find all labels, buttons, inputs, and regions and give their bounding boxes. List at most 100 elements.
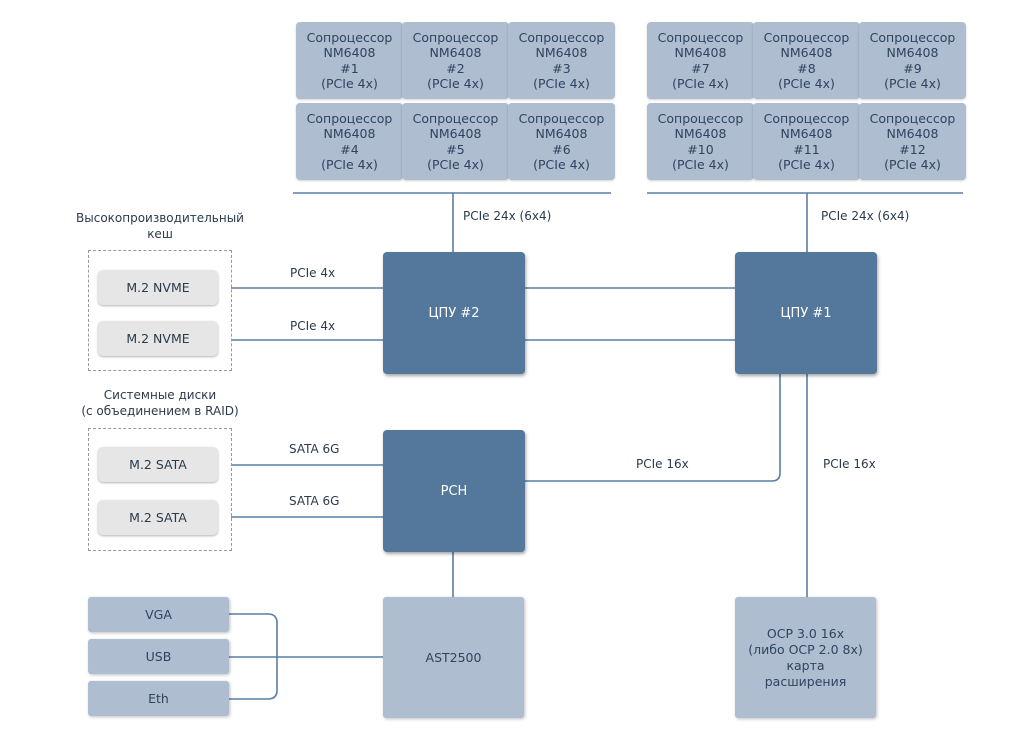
port-usb-label: USB [145,649,172,664]
coprocessor-10: Сопроцессор NM6408 #10 (PCIe 4x) [647,103,754,180]
port-eth: Eth [88,681,229,716]
coprocessor-9: Сопроцессор NM6408 #9 (PCIe 4x) [859,22,966,99]
coprocessor-5: Сопроцессор NM6408 #5 (PCIe 4x) [402,103,509,180]
coprocessor-model: NM6408 [429,45,482,60]
coprocessor-name: Сопроцессор [869,29,956,45]
coprocessor-number: #5 [446,141,465,157]
coprocessor-bus: (PCIe 4x) [427,76,484,91]
coprocessor-bus: (PCIe 4x) [884,157,941,172]
coprocessor-2: Сопроцессор NM6408 #2 (PCIe 4x) [402,22,509,99]
coprocessor-number: #11 [793,141,820,157]
sata-drive-1: M.2 SATA [98,447,218,482]
coprocessor-bus: (PCIe 4x) [427,157,484,172]
coprocessor-bus: (PCIe 4x) [778,76,835,91]
bmc-ast2500: AST2500 [383,597,524,718]
coprocessor-bus: (PCIe 4x) [321,157,378,172]
link-label-pcie16-pch: PCIe 16x [636,457,689,471]
port-eth-label: Eth [148,691,169,706]
cpu-1-label: ЦПУ #1 [780,305,832,321]
pch: PCH [383,430,525,552]
coprocessor-model: NM6408 [535,126,588,141]
coprocessor-model: NM6408 [323,45,376,60]
coprocessor-model: NM6408 [780,45,833,60]
nvme-drive-2: M.2 NVME [98,321,218,356]
coprocessor-number: #9 [903,60,922,76]
coprocessor-bus: (PCIe 4x) [672,76,729,91]
coprocessor-name: Сопроцессор [657,110,744,126]
coprocessor-bus: (PCIe 4x) [533,157,590,172]
coprocessor-12: Сопроцессор NM6408 #12 (PCIe 4x) [859,103,966,180]
coprocessor-model: NM6408 [535,45,588,60]
system-group-frame [88,428,232,551]
coprocessor-11: Сопроцессор NM6408 #11 (PCIe 4x) [753,103,860,180]
nvme-drive-label: M.2 NVME [126,280,190,295]
coprocessor-bus: (PCIe 4x) [533,76,590,91]
coprocessor-name: Сопроцессор [518,110,605,126]
coprocessor-model: NM6408 [780,126,833,141]
ocp-line2: (либо OCP 2.0 8x) [748,641,863,657]
nvme-drive-label: M.2 NVME [126,331,190,346]
system-group-caption: Системные диски (с объединением в RAID) [60,387,260,419]
coprocessor-number: #1 [340,60,359,76]
ocp-card: OCP 3.0 16x (либо OCP 2.0 8x) карта расш… [735,597,876,718]
cache-group-line2: кеш [147,227,173,241]
coprocessor-number: #6 [552,141,571,157]
coprocessor-number: #8 [797,60,816,76]
coprocessor-model: NM6408 [886,45,939,60]
coprocessor-7: Сопроцессор NM6408 #7 (PCIe 4x) [647,22,754,99]
coprocessor-bus: (PCIe 4x) [884,76,941,91]
coprocessor-number: #3 [552,60,571,76]
cache-group-line1: Высокопроизводительный [76,211,244,225]
coprocessor-name: Сопроцессор [306,29,393,45]
coprocessor-number: #4 [340,141,359,157]
coprocessor-bus: (PCIe 4x) [778,157,835,172]
coprocessor-bus: (PCIe 4x) [672,157,729,172]
coprocessor-model: NM6408 [323,126,376,141]
link-label-pcie4-top: PCIe 4x [290,266,336,280]
coprocessor-name: Сопроцессор [763,110,850,126]
coprocessor-name: Сопроцессор [869,110,956,126]
port-vga: VGA [88,597,229,632]
coprocessor-1: Сопроцессор NM6408 #1 (PCIe 4x) [296,22,403,99]
coprocessor-name: Сопроцессор [412,29,499,45]
coprocessor-4: Сопроцессор NM6408 #4 (PCIe 4x) [296,103,403,180]
coprocessor-8: Сопроцессор NM6408 #8 (PCIe 4x) [753,22,860,99]
coprocessor-name: Сопроцессор [763,29,850,45]
port-usb: USB [88,639,229,674]
link-label-pcie4-bottom: PCIe 4x [290,319,336,333]
coprocessor-number: #7 [691,60,710,76]
link-label-pcie24-right: PCIe 24x (6x4) [821,209,910,223]
ocp-line1: OCP 3.0 16x [766,625,845,641]
coprocessor-bus: (PCIe 4x) [321,76,378,91]
port-vga-label: VGA [145,607,172,622]
system-group-line1: Системные диски [103,388,217,402]
coprocessor-3: Сопроцессор NM6408 #3 (PCIe 4x) [508,22,615,99]
coprocessor-model: NM6408 [674,45,727,60]
cache-group-frame [88,250,232,371]
system-group-line2: (с объединением в RAID) [81,404,239,418]
cpu-1: ЦПУ #1 [735,252,877,374]
link-label-sata-top: SATA 6G [289,442,340,456]
coprocessor-model: NM6408 [674,126,727,141]
cache-group-caption: Высокопроизводительный кеш [60,210,260,242]
bmc-label: AST2500 [425,650,482,665]
coprocessor-name: Сопроцессор [657,29,744,45]
coprocessor-number: #12 [899,141,926,157]
coprocessor-number: #10 [687,141,714,157]
link-label-pcie24-left: PCIe 24x (6x4) [463,209,552,223]
coprocessor-number: #2 [446,60,465,76]
cpu-2-label: ЦПУ #2 [428,305,480,321]
cpu-2: ЦПУ #2 [383,252,525,374]
coprocessor-6: Сопроцессор NM6408 #6 (PCIe 4x) [508,103,615,180]
nvme-drive-1: M.2 NVME [98,270,218,305]
coprocessor-name: Сопроцессор [412,110,499,126]
coprocessor-name: Сопроцессор [306,110,393,126]
sata-drive-label: M.2 SATA [129,510,187,525]
pch-label: PCH [440,483,468,499]
link-label-pcie16-ocp: PCIe 16x [823,457,876,471]
sata-drive-label: M.2 SATA [129,457,187,472]
ocp-line4: расширения [764,673,847,689]
link-label-sata-bottom: SATA 6G [289,494,340,508]
